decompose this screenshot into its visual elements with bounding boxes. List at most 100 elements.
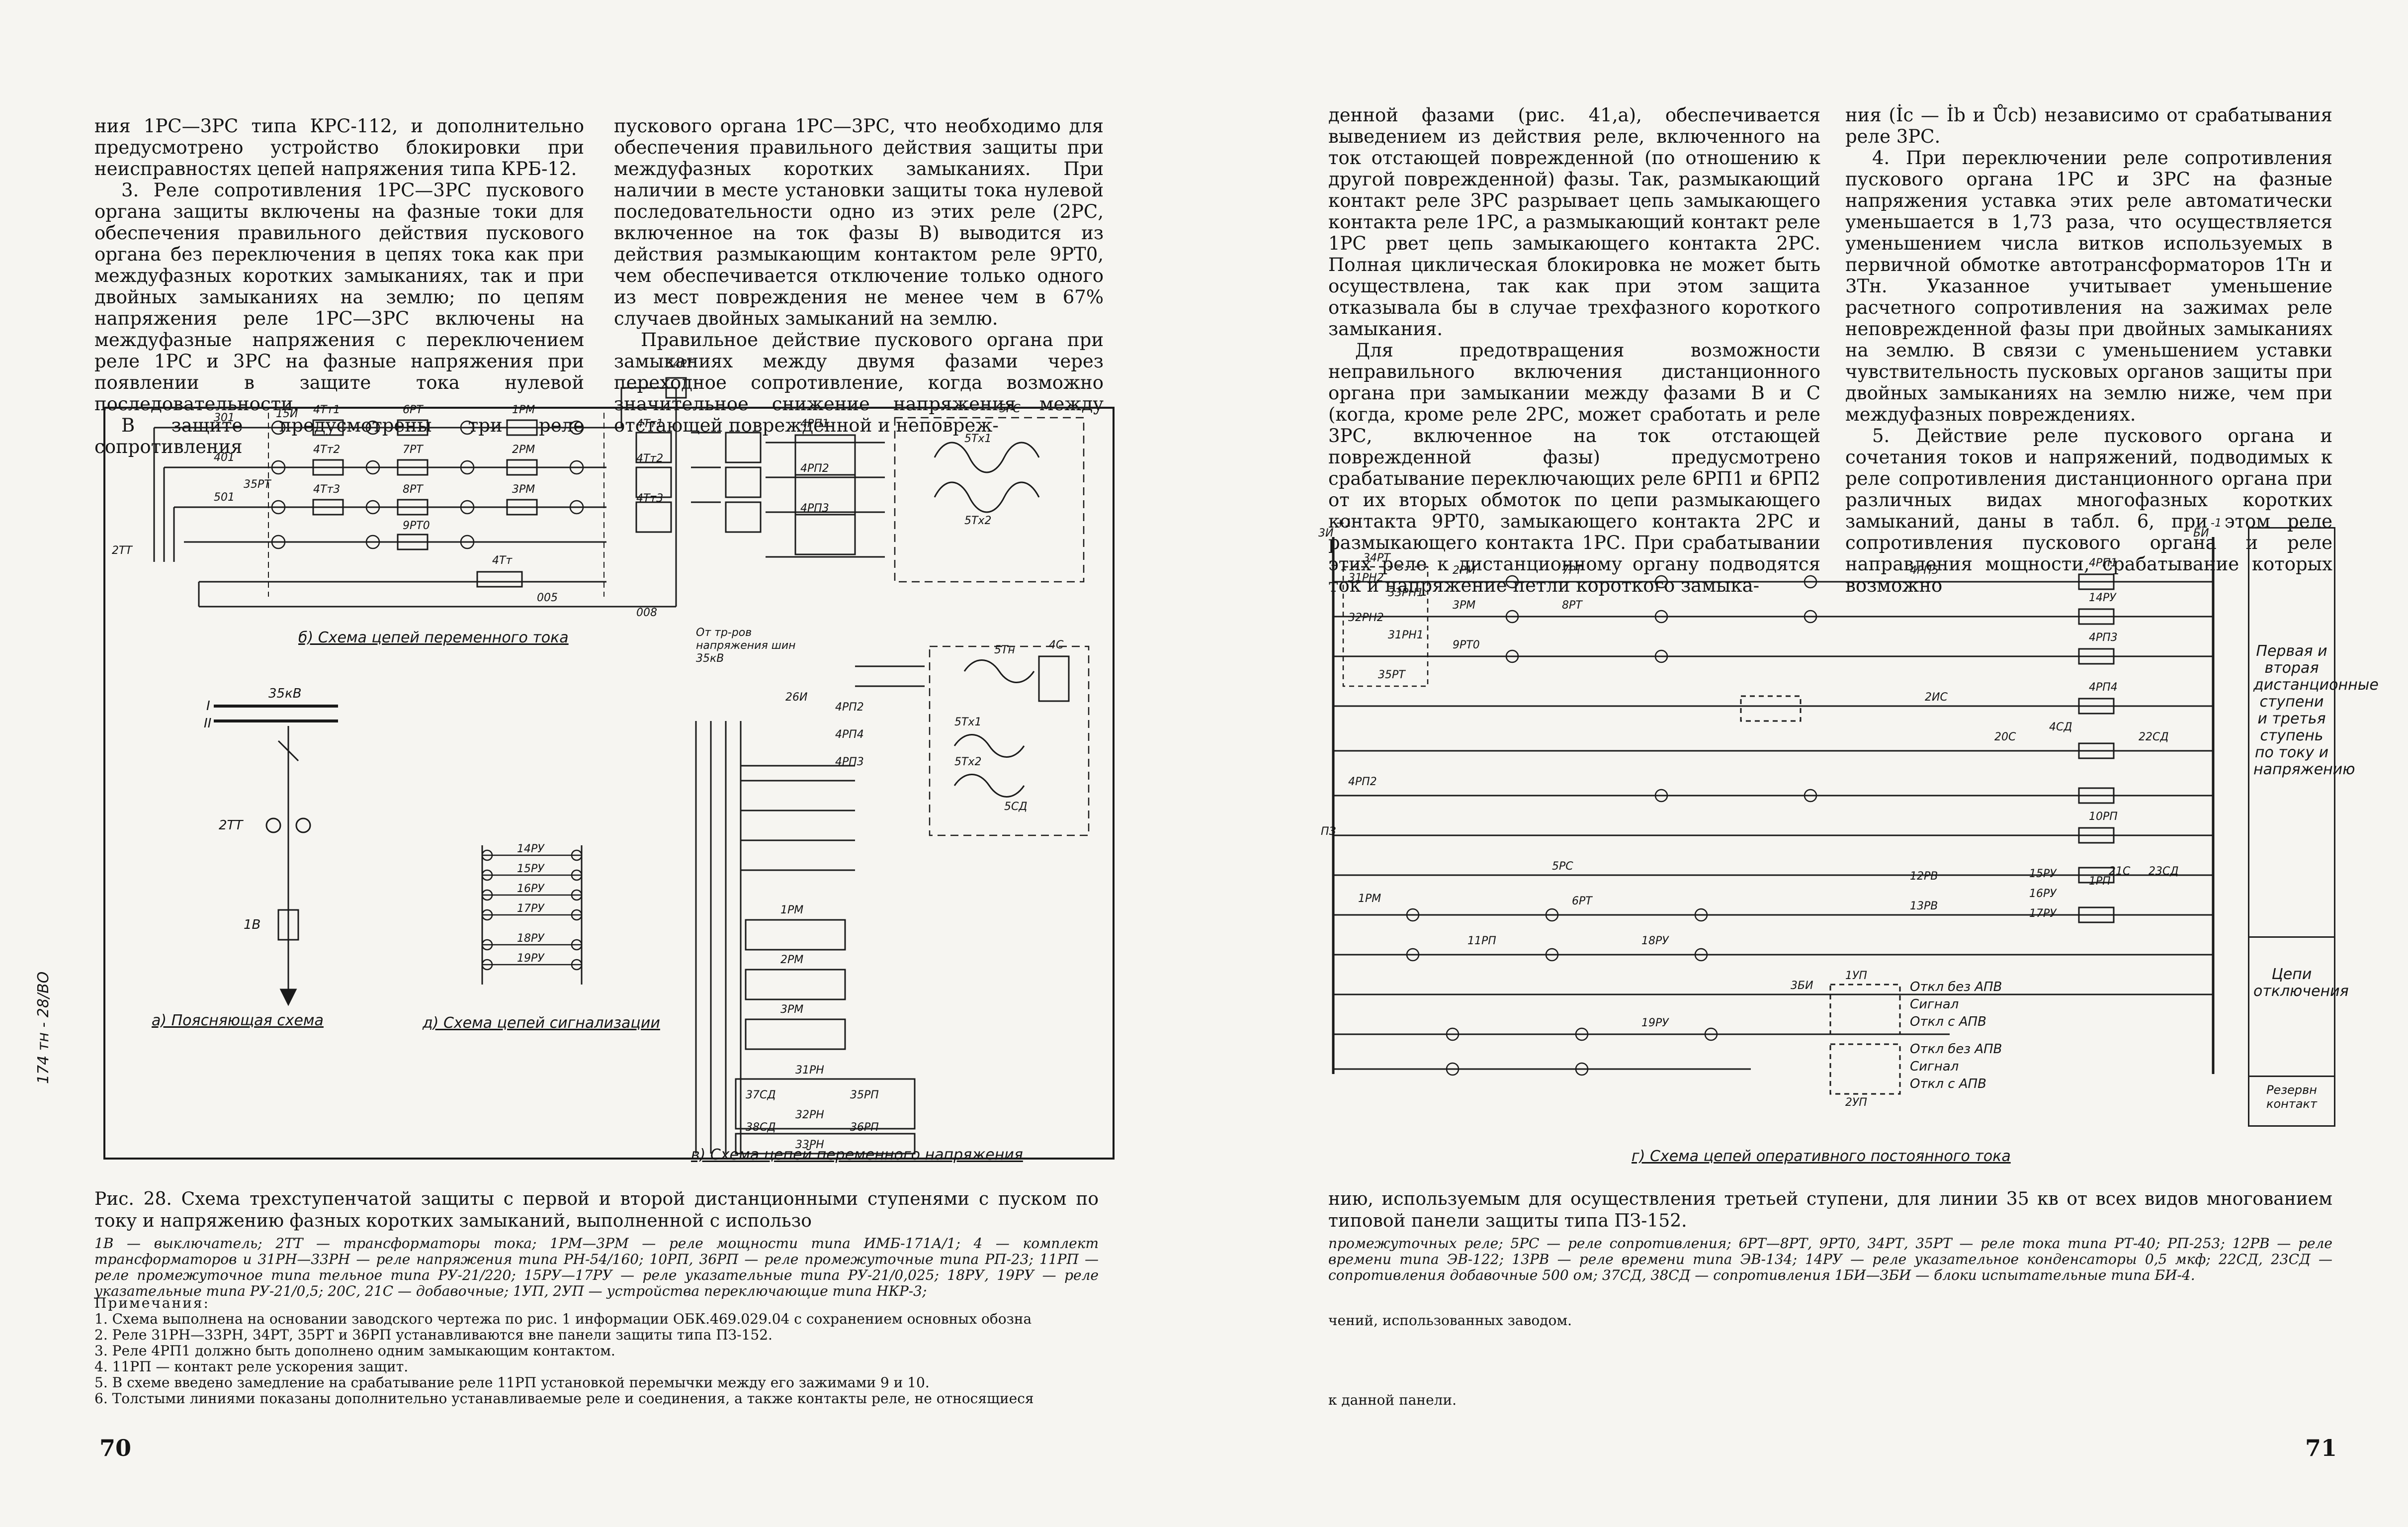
label-5sd: 5СД <box>1004 801 1028 813</box>
label-4rp1: 4РП1 <box>2089 557 2118 569</box>
label-3bi: 3БИ <box>1791 980 1813 992</box>
label-5tn: 5Тн <box>994 644 1015 656</box>
label-3pm: 3РМ <box>512 483 535 496</box>
label-31rn2: 31РН2 <box>1348 572 1384 584</box>
label-10rp: 10РП <box>2089 810 2118 823</box>
paragraph: пускового органа 1РС—3РС, что необходимо… <box>614 115 1104 329</box>
label-4rp3: 4РП3 <box>2089 631 2118 644</box>
label-26i: 26И <box>785 691 808 704</box>
label-2pm: 2РМ <box>512 444 535 456</box>
label-22sd: 22СД <box>2139 731 2169 743</box>
label-15ru: 15РУ <box>517 863 544 875</box>
label-signal-1: Сигнал <box>1910 997 1959 1012</box>
left-page: ния 1РС—3РС типа КРС-112, и дополнительн… <box>35 115 1123 1461</box>
caption-v: в) Схема цепей переменного напряжения <box>691 1146 1023 1164</box>
caption-b: б) Схема цепей переменного тока <box>298 629 569 646</box>
figure-notes: Примечания: 1. Схема выполнена на основа… <box>94 1295 1099 1407</box>
side-label-trip: Цепи отключения <box>2253 966 2349 1000</box>
note-item: 4. 11РП — контакт реле ускорения защит. <box>94 1358 409 1375</box>
notes-title: Примечания: <box>94 1295 210 1311</box>
label-35rp: 35РП <box>850 1089 879 1101</box>
note-item: 1. Схема выполнена на основании заводско… <box>94 1311 1032 1327</box>
label-2pm-v: 2РМ <box>780 954 804 966</box>
dc-circuit-lines <box>1332 537 2215 1095</box>
paragraph: 4. При переключении реле сопротивления п… <box>1845 147 2332 425</box>
label-4tt1-b: 4Тт1 <box>636 418 664 430</box>
label-4tt: 4Тт <box>492 554 513 567</box>
page-number-left: 70 <box>99 1435 132 1461</box>
label-4tt2-b: 4Тт2 <box>636 452 664 465</box>
label-5rs: 5РС <box>1552 860 1573 873</box>
label-2up: 2УП <box>1845 1096 1867 1109</box>
label-3pm-r: 3РМ <box>1453 599 1476 612</box>
figure-caption-continuation: нию, используемым для осуществления трет… <box>1328 1189 2332 1231</box>
label-9pt0: 9РТ0 <box>403 520 430 532</box>
label-32rn: 32РН <box>795 1109 824 1121</box>
label-3i: 3И <box>1318 527 1334 539</box>
figure-28-schematic: 301 15И 4Тт1 6РТ 1РМ 401 4Тт2 7РТ 2РМ 50… <box>80 348 1123 1164</box>
label-4sd: 4СД <box>2049 721 2072 733</box>
figure-legend: 1В — выключатель; 2ТТ — трансформаторы т… <box>94 1235 1099 1299</box>
label-15ru-r: 15РУ <box>2029 868 2057 880</box>
label-35kv: 35кВ <box>268 686 302 701</box>
figure-legend-continuation: промежуточных реле; 5РС — реле сопротивл… <box>1328 1235 2332 1283</box>
note-item: 5. В схеме введено замедление на срабаты… <box>94 1374 930 1391</box>
label-36rp: 36РП <box>850 1121 879 1134</box>
schematic-lines <box>103 377 1115 1160</box>
side-label-reserve: Резервн контакт <box>2266 1083 2318 1111</box>
label-trip-ar-1: Откл с АПВ <box>1910 1014 1986 1029</box>
label-7pt-r: 7РТ <box>1562 564 1582 577</box>
label-301: 301 <box>214 412 235 424</box>
label-15i: 15И <box>276 408 298 420</box>
label-4tt3-b: 4Тт3 <box>636 492 664 505</box>
notes-continuation-2: к данной панели. <box>1328 1392 1457 1408</box>
label-14ru-r: 14РУ <box>2089 592 2116 604</box>
note-item: 2. Реле 31РН—33РН, 34РТ, 35РТ и 36РП уст… <box>94 1327 773 1343</box>
label-19ru: 19РУ <box>517 952 544 965</box>
label-008: 008 <box>636 607 657 619</box>
right-text-column-1: денной фазами (рис. 41,а), обеспечиваетс… <box>1328 104 1820 596</box>
label-8pt: 8РТ <box>403 483 423 496</box>
label-4tt2: 4Тт2 <box>313 444 341 456</box>
label-4pp3-v: 4РП3 <box>835 756 864 768</box>
caption-a: а) Поясняющая схема <box>152 1012 324 1029</box>
label-16ru: 16РУ <box>517 883 544 895</box>
label-8pt-r: 8РТ <box>1562 599 1582 612</box>
label-trip-no-ar-1: Откл без АПВ <box>1910 980 2002 994</box>
figure-dc-circuit: 3И 34РТ 31РН2 33РН1 32РН2 31РН1 35РТ 2РМ… <box>1303 517 2379 1173</box>
label-35pt: 35РТ <box>244 478 271 491</box>
label-16ru-r: 16РУ <box>2029 888 2057 900</box>
label-bi: БИ <box>2193 527 2209 539</box>
label-34pt: 34РТ <box>666 358 693 370</box>
paragraph: денной фазами (рис. 41,а), обеспечиваетс… <box>1328 104 1820 340</box>
label-31rn: 31РН <box>795 1064 824 1077</box>
label-6pt: 6РТ <box>403 404 423 416</box>
label-4tt1: 4Тт1 <box>313 404 341 416</box>
label-from-vt: От тр-ров напряжения шин 35кВ <box>696 627 796 665</box>
label-bus-i: I <box>206 699 210 714</box>
label-19ru-r: 19РУ <box>1641 1017 1669 1029</box>
label-13rv: 13РВ <box>1910 900 1938 912</box>
label-5pc: 5РС <box>999 403 1021 415</box>
label-9pt0-r: 9РТ0 <box>1453 639 1480 651</box>
label-1rm: 1РМ <box>1358 893 1381 905</box>
label-4pp1: 4РП1 <box>800 418 829 430</box>
right-page: денной фазами (рис. 41,а), обеспечиваетс… <box>1204 0 2408 1527</box>
label-plus1: +1 <box>1336 517 1352 530</box>
paragraph: ния (İс — İb и Ůcb) независимо от срабат… <box>1845 104 2332 147</box>
paragraph: Для предотвращения возможности неправиль… <box>1328 340 1820 596</box>
label-34pt-r: 34РТ <box>1363 552 1390 564</box>
note-item: 6. Толстыми линиями показаны дополнитель… <box>94 1390 1034 1407</box>
label-31rn1: 31РН1 <box>1388 629 1424 641</box>
paragraph: 5. Действие реле пускового органа и соче… <box>1845 425 2332 596</box>
label-pz: ПЗ <box>1321 825 1336 838</box>
label-5tx2: 5Тх2 <box>964 515 992 527</box>
label-4pp3: 4РП3 <box>800 502 829 515</box>
label-12rv: 12РВ <box>1910 870 1938 883</box>
label-37sd: 37СД <box>746 1089 776 1101</box>
right-text-column-2: ния (İс — İb и Ůcb) независимо от срабат… <box>1845 104 2332 596</box>
margin-note: 174 тн - 28/ВО <box>35 971 52 1084</box>
label-33rn: 33РН <box>795 1139 824 1151</box>
label-5tx1-v: 5Тх1 <box>954 716 982 728</box>
label-5tx2-v: 5Тх2 <box>954 756 982 768</box>
